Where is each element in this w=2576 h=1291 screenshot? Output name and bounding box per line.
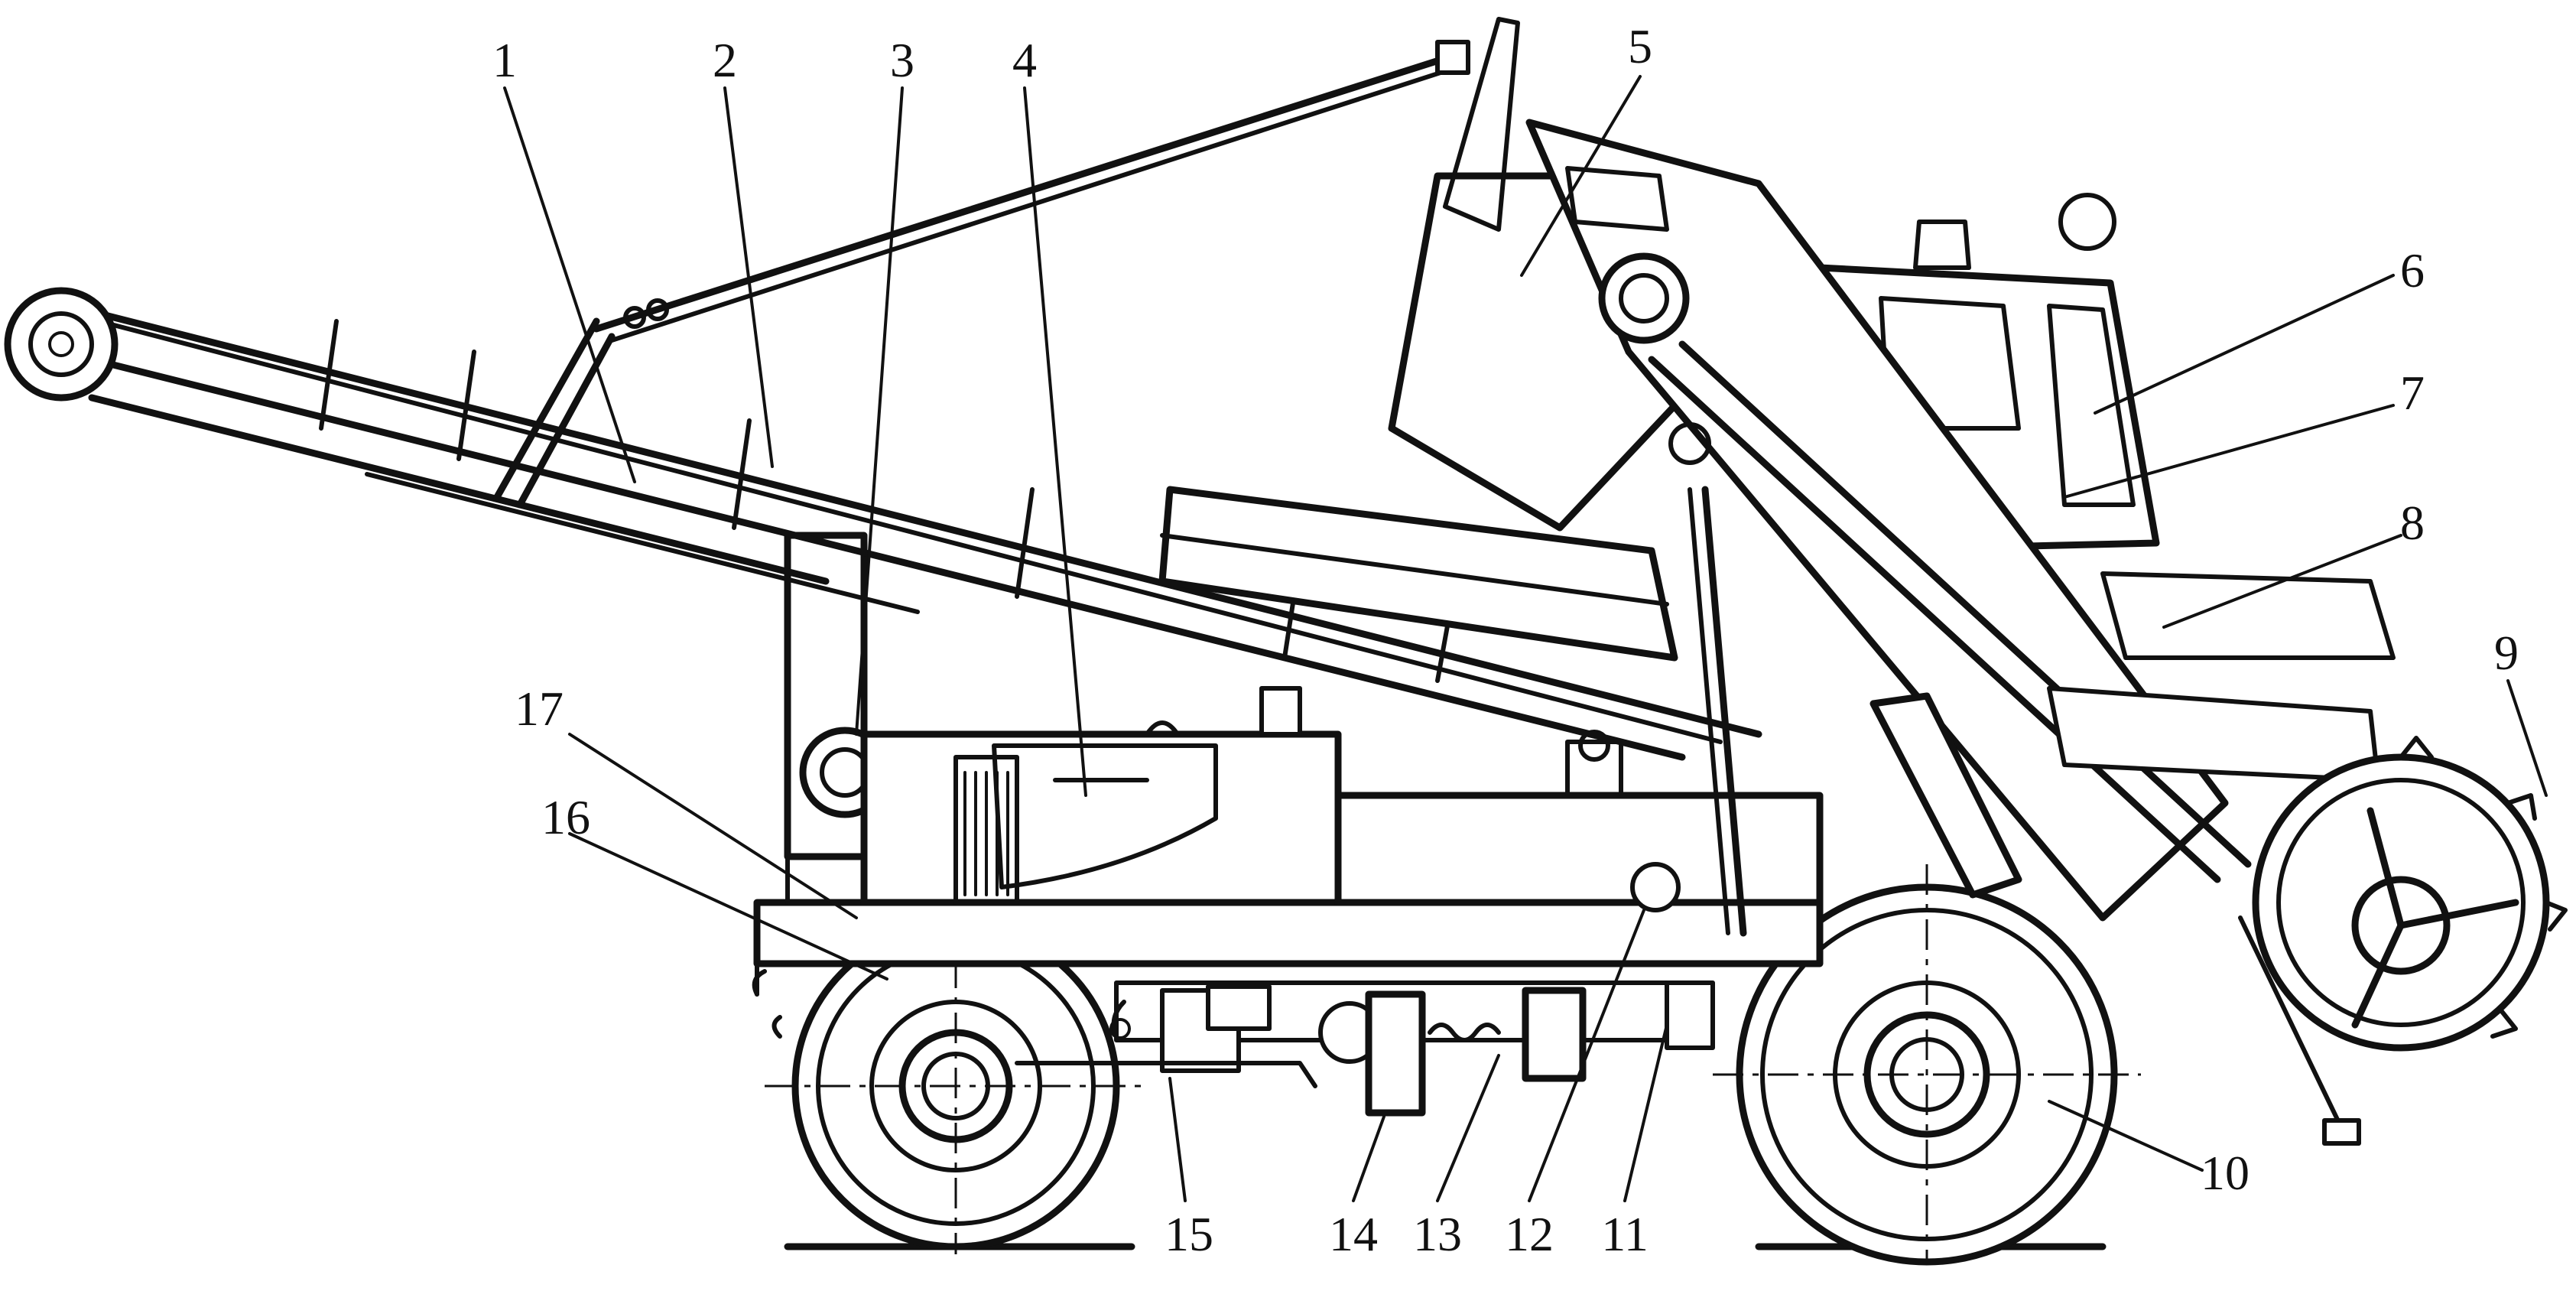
callout-8: 8 <box>2400 496 2425 550</box>
callout-10: 10 <box>2201 1146 2250 1200</box>
callout-9: 9 <box>2494 626 2519 680</box>
chassis-frame <box>752 532 1824 1039</box>
callout-7: 7 <box>2400 366 2425 420</box>
callout-17: 17 <box>515 681 564 736</box>
callout-3: 3 <box>890 33 914 87</box>
front-wheel <box>1713 864 2141 1266</box>
callout-6: 6 <box>2400 243 2425 298</box>
callout-labels: 1 2 3 4 5 6 7 8 9 10 11 12 13 14 15 16 1… <box>492 19 2519 1261</box>
callout-13: 13 <box>1413 1207 1462 1261</box>
callout-14: 14 <box>1329 1207 1378 1261</box>
callout-4: 4 <box>1012 33 1037 87</box>
callout-5: 5 <box>1628 19 1652 73</box>
callout-16: 16 <box>541 790 590 844</box>
callout-2: 2 <box>713 33 737 87</box>
callout-11: 11 <box>1601 1207 1649 1261</box>
callout-1: 1 <box>492 33 517 87</box>
conveyor-boom <box>4 40 1762 761</box>
cab-assembly <box>1388 17 2568 1146</box>
drivetrain <box>1015 980 1715 1117</box>
callout-12: 12 <box>1505 1207 1554 1261</box>
leader-lines <box>503 75 2548 1202</box>
callout-15: 15 <box>1165 1207 1213 1261</box>
